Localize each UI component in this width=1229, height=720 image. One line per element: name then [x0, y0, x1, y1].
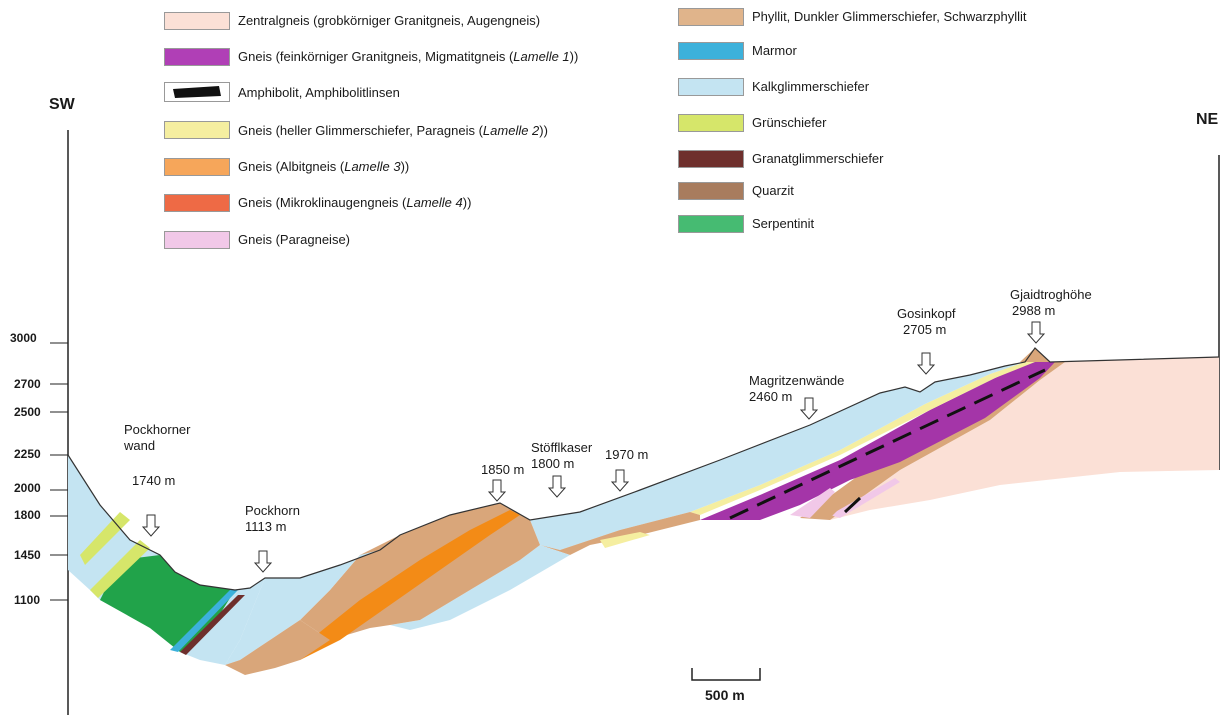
- unit-lamelle-3: [280, 510, 520, 660]
- legend-swatch-paragneise: [164, 231, 230, 249]
- peak-label-stoefflkaser: Stöfflkaser: [531, 440, 593, 455]
- arrow-magritzenwaende: [799, 397, 819, 420]
- arrow-stoefflkaser: [547, 475, 567, 498]
- peak-label-pockhornerwand: Pockhorner wand: [124, 422, 191, 453]
- peak-elev-1850: 1850 m: [481, 462, 525, 477]
- unit-granatglimmerschiefer: [180, 595, 245, 655]
- elev-tick-1100: 1100: [14, 593, 41, 607]
- unit-phyllit-lower-middle: [225, 620, 330, 675]
- topography-line: [67, 347, 1220, 591]
- elev-tick-2700: 2700: [14, 377, 41, 391]
- unit-lamelle-2-small: [600, 532, 650, 548]
- legend-label-serpentinit: Serpentinit: [752, 216, 815, 231]
- elev-tick-3000: 3000: [10, 331, 37, 345]
- peak-label-gosinkopf: Gosinkopf: [897, 306, 956, 321]
- unit-peak-gjaidtroghoehe: [1020, 348, 1050, 362]
- unit-amphibolit-lens: [843, 496, 862, 514]
- legend-swatch-gruenschiefer: [678, 114, 744, 132]
- unit-kalk-middle-lower: [390, 545, 570, 630]
- peak-elev-1970: 1970 m: [605, 447, 649, 462]
- elev-tick-2000: 2000: [14, 481, 41, 495]
- legend-label-paragneise: Gneis (Paragneise): [238, 232, 350, 247]
- legend-swatch-lamelle-4: [164, 194, 230, 212]
- arrow-pockhorn: [253, 550, 273, 573]
- arrow-gosinkopf: [916, 352, 936, 375]
- legend-label-lamelle-2: Gneis (heller Glimmerschiefer, Paragneis…: [238, 123, 548, 138]
- scale-bar-label: 500 m: [705, 687, 745, 703]
- legend-label-lamelle-3: Gneis (Albitgneis (Lamelle 3)): [238, 159, 410, 174]
- legend-label-lamelle-4: Gneis (Mikroklinaugengneis (Lamelle 4)): [238, 195, 472, 210]
- unit-marmor: [170, 590, 238, 652]
- unit-lamelle-1: [700, 362, 1055, 520]
- legend-label-granatglimmerschiefer: Granatglimmerschiefer: [752, 151, 884, 166]
- unit-kalkglimmerschiefer-main: [530, 362, 1025, 550]
- legend-label-zentralgneis: Zentralgneis (grobkörniger Granitgneis, …: [238, 13, 541, 28]
- elevation-ticks: [50, 342, 68, 601]
- legend-label-phyllit: Phyllit, Dunkler Glimmerschiefer, Schwar…: [752, 9, 1027, 24]
- legend-label-kalkglimmerschiefer: Kalkglimmerschiefer: [752, 79, 870, 94]
- peak-label-gjaidtroghoehe: Gjaidtroghöhe: [1010, 287, 1092, 302]
- unit-lamelle-2-upper: [690, 362, 1035, 515]
- unit-phyllit-lens: [810, 488, 860, 518]
- peak-label-pockhorn: Pockhorn: [245, 503, 300, 518]
- peak-elev-pockhorn: 1113 m: [245, 519, 287, 534]
- unit-zentralgneis: [830, 357, 1219, 520]
- arrow-1850: [487, 479, 507, 502]
- legend-swatch-marmor: [678, 42, 744, 60]
- elev-tick-2250: 2250: [14, 447, 41, 461]
- legend-swatch-lamelle-1: [164, 48, 230, 66]
- peak-elev-pockhornerwand: 1740 m: [132, 473, 176, 488]
- peak-arrows: [141, 321, 1046, 573]
- peak-elev-gosinkopf: 2705 m: [903, 322, 947, 337]
- arrow-1970: [610, 469, 630, 492]
- arrow-gjaidtroghoehe: [1026, 321, 1046, 344]
- elev-tick-1450: 1450: [14, 548, 41, 562]
- legend-label-marmor: Marmor: [752, 43, 797, 58]
- unit-paragneise-1: [790, 488, 835, 518]
- legend-swatch-phyllit: [678, 8, 744, 26]
- direction-ne: NE: [1196, 111, 1219, 128]
- peak-elev-magritzenwaende: 2460 m: [749, 389, 793, 404]
- legend-swatch-lamelle-3: [164, 158, 230, 176]
- scale-bar: [691, 668, 761, 681]
- peak-elev-gjaidtroghoehe: 2988 m: [1012, 303, 1056, 318]
- legend-swatch-zentralgneis: [164, 12, 230, 30]
- elev-tick-2500: 2500: [14, 405, 41, 419]
- peak-elev-stoefflkaser: 1800 m: [531, 456, 575, 471]
- legend-label-lamelle-1: Gneis (feinkörniger Granitgneis, Migmati…: [238, 49, 579, 64]
- unit-phyllit-middle: [540, 512, 700, 555]
- legend-swatch-granatglimmerschiefer: [678, 150, 744, 168]
- direction-sw: SW: [49, 96, 75, 113]
- legend-label-quarzit: Quarzit: [752, 183, 794, 198]
- legend-swatch-kalkglimmerschiefer: [678, 78, 744, 96]
- unit-kalk-left-middle: [225, 550, 380, 665]
- unit-gruenschiefer-2: [90, 540, 150, 598]
- legend-swatch-serpentinit: [678, 215, 744, 233]
- legend-label-amphibolit: Amphibolit, Amphibolitlinsen: [238, 85, 400, 100]
- legend-swatch-quarzit: [678, 182, 744, 200]
- peak-label-magritzenwaende: Magritzenwände: [749, 373, 845, 388]
- legend-swatch-amphibolit: [164, 82, 230, 102]
- legend-label-gruenschiefer: Grünschiefer: [752, 115, 827, 130]
- arrow-pockhornerwand: [141, 514, 161, 537]
- legend-swatch-lamelle-2: [164, 121, 230, 139]
- elev-tick-1800: 1800: [14, 508, 41, 522]
